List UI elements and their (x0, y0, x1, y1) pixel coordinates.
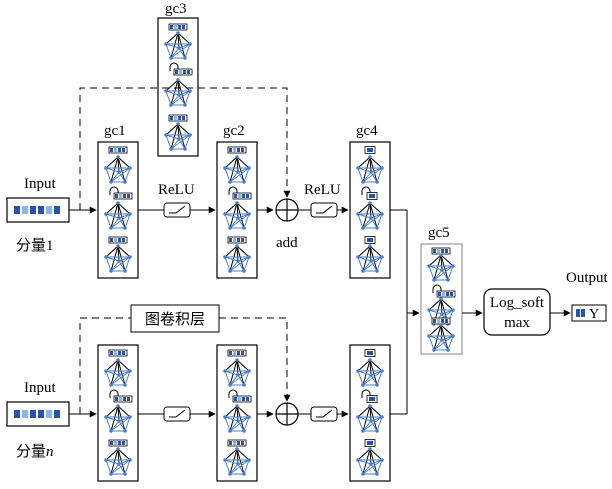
gc3-box (158, 18, 198, 156)
input-bottom-block (7, 402, 69, 426)
add-top-symbol (276, 199, 298, 221)
log-softmax-line1: Log_soft (490, 295, 545, 311)
graph-conv-layer-label: 图卷积层 (145, 311, 205, 328)
gc2-label: gc2 (223, 123, 245, 139)
add-bottom-symbol (276, 403, 298, 425)
output-label: Output (566, 270, 609, 286)
gc4-label: gc4 (356, 123, 378, 139)
component-n-label: 分量n (16, 443, 54, 460)
relu-top-2-symbol (311, 203, 337, 217)
relu-bottom-1-symbol (164, 407, 190, 421)
gc4-top-box (350, 142, 390, 278)
gc1-bottom-box (98, 345, 138, 481)
component-n-suffix: n (46, 444, 54, 460)
relu-top-1-symbol (164, 203, 190, 217)
component-1-label: 分量1 (16, 237, 54, 254)
input-bottom-label: Input (24, 380, 56, 396)
input-top-block (7, 198, 69, 222)
input-top-label: Input (24, 176, 56, 192)
gc3-label: gc3 (165, 1, 187, 17)
add-label: add (276, 235, 298, 251)
gc4-bottom-box (350, 345, 390, 481)
output-symbol: Y (589, 307, 599, 322)
gc5-box (421, 244, 462, 354)
relu-1-label: ReLU (158, 182, 195, 198)
relu-bottom-2-symbol (311, 407, 337, 421)
gc1-top-box (98, 142, 138, 278)
gc1-label: gc1 (104, 123, 126, 139)
gc5-label: gc5 (428, 225, 450, 241)
relu-2-label: ReLU (304, 182, 341, 198)
component-n-prefix: 分量 (16, 443, 46, 460)
gc2-bottom-box (217, 345, 257, 481)
log-softmax-line2: max (504, 315, 530, 331)
gc2-top-box (217, 142, 257, 278)
